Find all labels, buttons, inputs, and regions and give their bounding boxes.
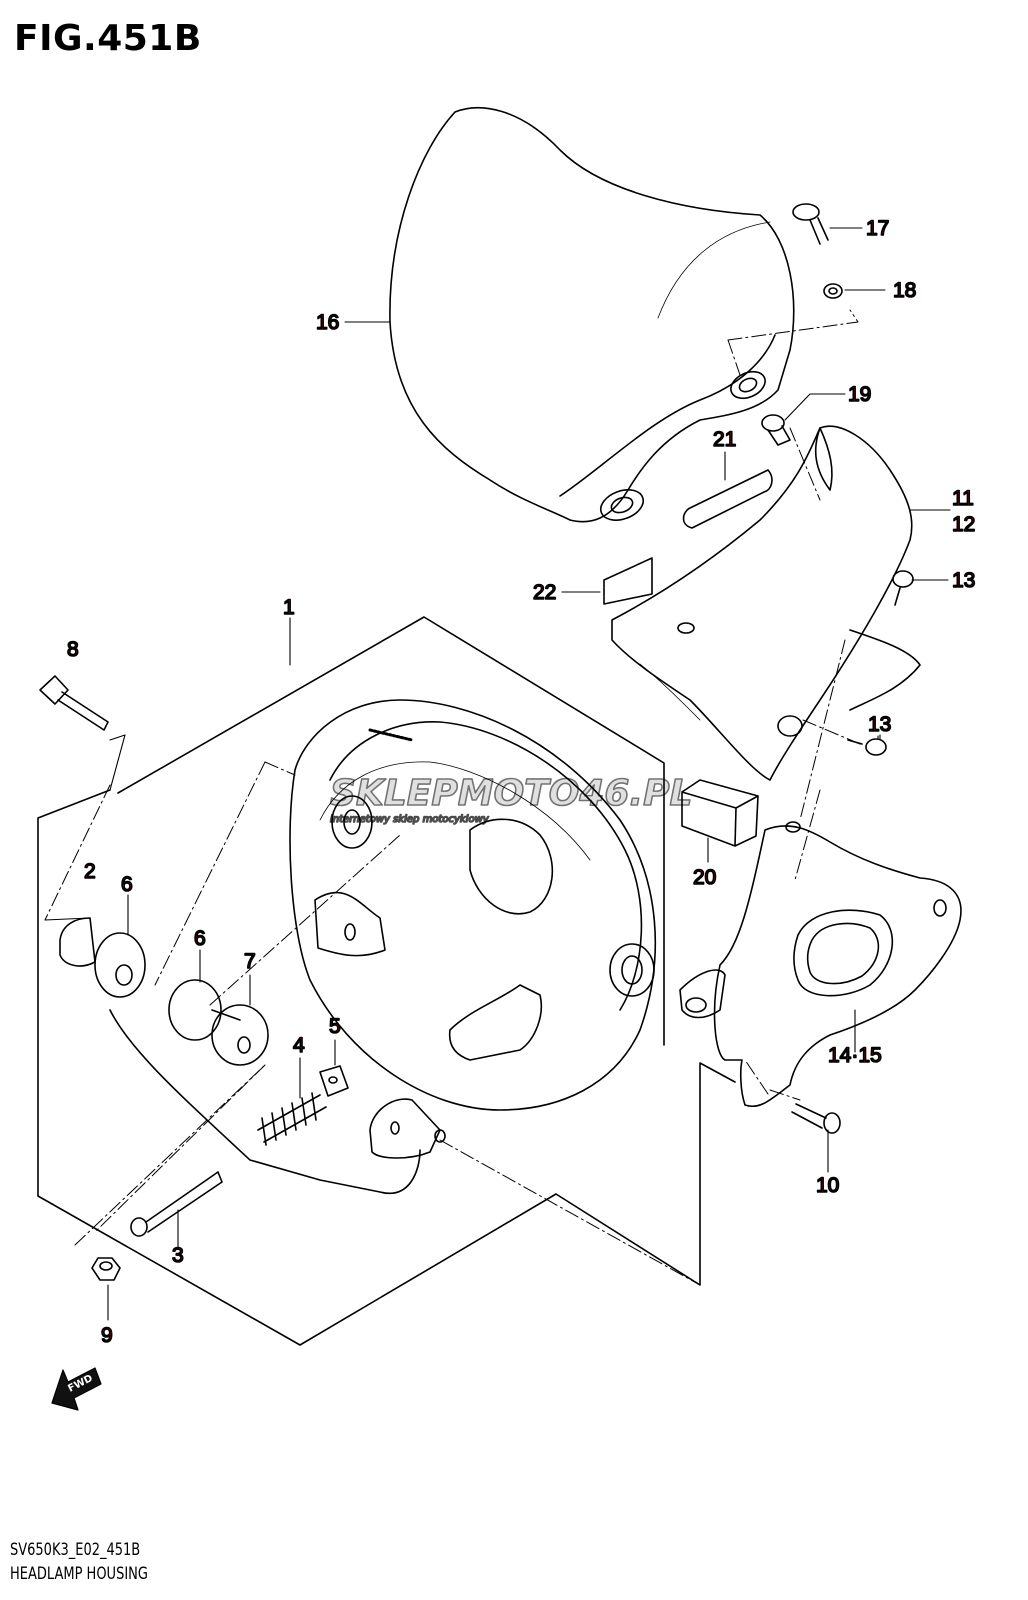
- callout-4: 4: [293, 1034, 305, 1057]
- callout-8: 8: [67, 638, 79, 661]
- callout-22: 22: [533, 581, 556, 604]
- leader-lines: [44, 227, 951, 1321]
- callout-13a: 13: [952, 569, 975, 592]
- watermark: SKLEPMOTO46.PL internetowy sklep motocyk…: [329, 772, 693, 826]
- forward-direction-arrow: FWD: [51, 1367, 102, 1411]
- callout-9: 9: [101, 1324, 113, 1347]
- callout-20: 20: [693, 866, 716, 889]
- footer-name: HEADLAMP HOUSING: [10, 1564, 148, 1584]
- callout-12: 12: [952, 513, 975, 536]
- callouts: 1 2 3 4 5 6 6 7 8 9 10 11 12 13 13 14·15…: [66, 216, 976, 1348]
- alignment-lines: [44, 309, 861, 1286]
- bracket: [679, 821, 962, 1107]
- callout-3: 3: [172, 1244, 184, 1267]
- callout-16: 16: [316, 311, 339, 334]
- watermark-brand: SKLEPMOTO46.PL: [330, 773, 692, 814]
- small-parts: [39, 203, 914, 1281]
- callout-14-15: 14·15: [828, 1044, 882, 1067]
- callout-7: 7: [244, 950, 256, 973]
- callout-11: 11: [952, 487, 974, 510]
- watermark-tagline: internetowy sklep motocyklowy: [330, 814, 490, 825]
- callout-6a: 6: [121, 873, 133, 896]
- housing-group-outline: [37, 616, 736, 1346]
- callout-21: 21: [713, 428, 736, 451]
- headlamp-shell: [289, 699, 657, 1111]
- figure-title: FIG.451B: [14, 18, 202, 59]
- callout-6b: 6: [194, 927, 206, 950]
- callout-5: 5: [329, 1015, 341, 1038]
- callout-1: 1: [283, 596, 295, 619]
- windscreen: [389, 107, 795, 523]
- callout-10: 10: [816, 1174, 839, 1197]
- callout-18: 18: [893, 279, 916, 302]
- callout-17: 17: [866, 217, 889, 240]
- callout-19: 19: [848, 383, 871, 406]
- upper-cowl: [611, 425, 921, 781]
- footer-code: SV650K3_E02_451B: [10, 1540, 141, 1560]
- callout-13b: 13: [868, 713, 891, 736]
- callout-2: 2: [84, 860, 96, 883]
